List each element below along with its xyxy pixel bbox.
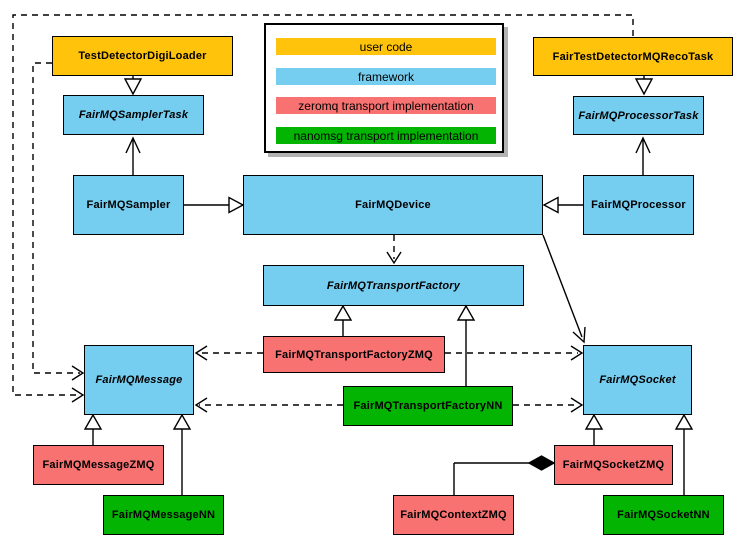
node-fairmqsampler: FairMQSampler <box>73 175 184 235</box>
edge-messagenn-message <box>172 413 192 495</box>
edge-sampler-device <box>184 196 245 214</box>
node-fairmqsocket: FairMQSocket <box>583 345 692 415</box>
edge-contextzmq-socketzmq <box>453 455 556 495</box>
edge-socketzmq-socket <box>584 413 604 445</box>
node-fairmqsamplertask: FairMQSamplerTask <box>63 95 204 135</box>
node-fairmqprocessor: FairMQProcessor <box>583 175 694 235</box>
node-fairmqmessagezmq: FairMQMessageZMQ <box>33 445 164 485</box>
arrowhead-factorynn-message <box>194 397 208 413</box>
node-fairtestdetectormqrecotask: FairTestDetectorMQRecoTask <box>533 37 733 76</box>
node-fairmqdevice: FairMQDevice <box>243 175 543 235</box>
node-fairmqsocketzmq: FairMQSocketZMQ <box>554 445 673 485</box>
edge-digiloader-samplertask <box>123 76 143 96</box>
edge-device-socket <box>542 234 586 344</box>
node-fairmqtransportfactorynn: FairMQTransportFactoryNN <box>343 386 513 426</box>
node-fairmqtransportfactory: FairMQTransportFactory <box>263 265 524 306</box>
edge-factoryzmq-factory <box>333 304 353 336</box>
node-testdetectordigiloader: TestDetectorDigiLoader <box>52 36 233 76</box>
arrowhead-factoryzmq-socket <box>570 345 584 361</box>
arrowhead-factorynn-socket <box>570 397 584 413</box>
node-fairmqcontextzmq: FairMQContextZMQ <box>393 495 514 535</box>
edge-recotask-processortask <box>634 76 654 96</box>
node-fairmqtransportfactoryzmq: FairMQTransportFactoryZMQ <box>263 336 445 373</box>
node-fairmqsocketnn: FairMQSocketNN <box>603 495 724 535</box>
legend-item-user-code: user code <box>276 38 496 55</box>
legend-item-nanomsg: nanomsg transport implementation <box>276 127 496 144</box>
node-fairmqprocessortask: FairMQProcessorTask <box>573 96 704 135</box>
edge-processor-processortask <box>635 136 651 175</box>
node-fairmqmessage: FairMQMessage <box>84 345 194 415</box>
edge-messagezmq-message <box>83 413 103 445</box>
edge-processor-device <box>542 196 583 214</box>
edge-socketnn-socket <box>674 413 694 495</box>
arrowhead-digiloader-message <box>71 365 85 381</box>
arrowhead-recotask-message <box>71 387 85 403</box>
arrowhead-factoryzmq-message <box>194 345 208 361</box>
legend-item-zeromq: zeromq transport implementation <box>276 97 496 114</box>
legend-item-framework: framework <box>276 68 496 85</box>
edge-sampler-samplertask <box>125 136 141 175</box>
node-fairmqmessagenn: FairMQMessageNN <box>103 495 224 535</box>
edge-factorynn-factory <box>456 304 476 386</box>
arrowhead-device-factory <box>386 251 402 265</box>
legend: user code framework zeromq transport imp… <box>264 23 504 153</box>
